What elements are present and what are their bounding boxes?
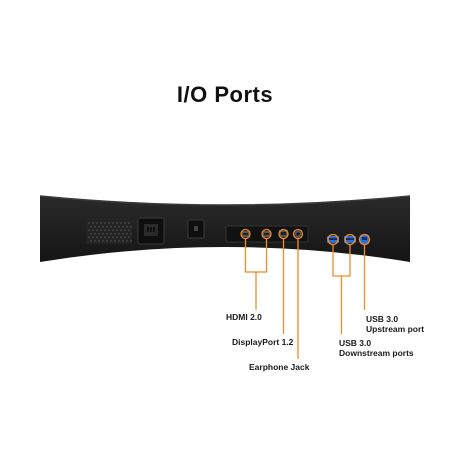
- usb-downstream-port-icon: [344, 236, 356, 243]
- hdmi-port-icon: [241, 231, 250, 237]
- vent-dot: [124, 229, 126, 232]
- vent-dot: [128, 222, 130, 224]
- vent-dot: [126, 240, 128, 242]
- vent-dot: [128, 236, 130, 239]
- vent-dot: [114, 225, 116, 228]
- vent-dot: [124, 236, 126, 239]
- callout-circle: [292, 228, 304, 240]
- vent-dot: [96, 222, 98, 224]
- vent-dot: [118, 225, 120, 228]
- vent-dot: [112, 222, 114, 224]
- vent-grille: [86, 220, 132, 244]
- vent-dot: [130, 225, 132, 228]
- vent-dot: [98, 240, 100, 242]
- lock-slot-icon: [187, 219, 205, 239]
- vent-dot: [130, 232, 132, 235]
- monitor-body: [40, 196, 410, 262]
- vent-dot: [120, 236, 122, 239]
- power-socket-icon: [137, 217, 165, 245]
- vent-dot: [100, 222, 102, 224]
- vent-dot: [120, 229, 122, 232]
- vent-dot: [116, 222, 118, 224]
- label-hdmi: HDMI 2.0: [226, 312, 262, 322]
- vent-dot: [116, 229, 118, 232]
- label-usb-upstream-line2: Upstream port: [366, 324, 425, 334]
- vent-dot: [88, 222, 90, 224]
- callout-circle: [327, 233, 339, 246]
- label-earphone-jack: Earphone Jack: [249, 362, 310, 372]
- vent-dot: [118, 232, 120, 235]
- usb-upstream-port-icon: [360, 235, 369, 244]
- vent-dot: [90, 240, 92, 242]
- callout-circle: [240, 228, 251, 240]
- vent-dot: [104, 236, 106, 239]
- label-displayport: DisplayPort 1.2: [232, 337, 294, 347]
- vent-dot: [122, 232, 124, 235]
- vent-dot: [100, 236, 102, 239]
- vent-dot: [106, 240, 108, 242]
- vent-dot: [130, 240, 132, 242]
- vent-dot: [126, 225, 128, 228]
- vent-dot: [114, 240, 116, 242]
- vent-dot: [112, 236, 114, 239]
- usb-downstream-port-icon: [327, 236, 339, 243]
- callout-circle: [358, 233, 371, 246]
- vent-dot: [112, 229, 114, 232]
- vent-dot: [88, 236, 90, 239]
- vent-dot: [104, 222, 106, 224]
- monitor-edge: [39, 195, 411, 206]
- label-usb-downstream-line1: USB 3.0: [339, 338, 372, 348]
- vent-dot: [114, 232, 116, 235]
- label-usb-upstream-line1: USB 3.0: [366, 314, 399, 324]
- label-usb-downstream-line2: Downstream ports: [339, 348, 414, 358]
- vent-dot: [108, 222, 110, 224]
- vent-dot: [98, 232, 100, 235]
- vent-dot: [110, 225, 112, 228]
- earphone-jack-icon: [294, 230, 302, 238]
- callout-circle: [344, 233, 356, 246]
- vent-dot: [108, 236, 110, 239]
- vent-dot: [96, 229, 98, 232]
- vent-dot: [104, 229, 106, 232]
- vent-dot: [94, 240, 96, 242]
- label-usb-downstream: USB 3.0 Downstream ports: [339, 338, 414, 358]
- vent-dot: [128, 229, 130, 232]
- hdmi-port-icon: [262, 231, 271, 237]
- vent-dot: [102, 232, 104, 235]
- vent-dot: [92, 236, 94, 239]
- vent-dot: [94, 225, 96, 228]
- vent-dot: [110, 232, 112, 235]
- page-title: I/O Ports: [176, 82, 274, 107]
- vent-dot: [98, 225, 100, 228]
- vent-dot: [90, 232, 92, 235]
- vent-dot: [96, 236, 98, 239]
- label-usb-upstream: USB 3.0 Upstream port: [366, 314, 424, 334]
- vent-dot: [110, 240, 112, 242]
- vent-dot: [106, 232, 108, 235]
- vent-dot: [124, 222, 126, 224]
- callout-circle: [278, 228, 289, 240]
- vent-dot: [106, 225, 108, 228]
- vent-dot: [118, 240, 120, 242]
- vent-dot: [120, 222, 122, 224]
- vent-dots: [88, 222, 132, 242]
- vent-dot: [122, 240, 124, 242]
- callout-circle: [261, 228, 272, 240]
- vent-dot: [92, 229, 94, 232]
- vent-dot: [92, 222, 94, 224]
- vent-dot: [126, 232, 128, 235]
- vent-dot: [94, 232, 96, 235]
- vent-dot: [88, 229, 90, 232]
- vent-dot: [122, 225, 124, 228]
- vent-dot: [100, 229, 102, 232]
- vent-dot: [102, 225, 104, 228]
- displayport-icon: [279, 230, 288, 237]
- vent-dot: [102, 240, 104, 242]
- vent-dot: [108, 229, 110, 232]
- vent-dot: [116, 236, 118, 239]
- vent-dot: [90, 225, 92, 228]
